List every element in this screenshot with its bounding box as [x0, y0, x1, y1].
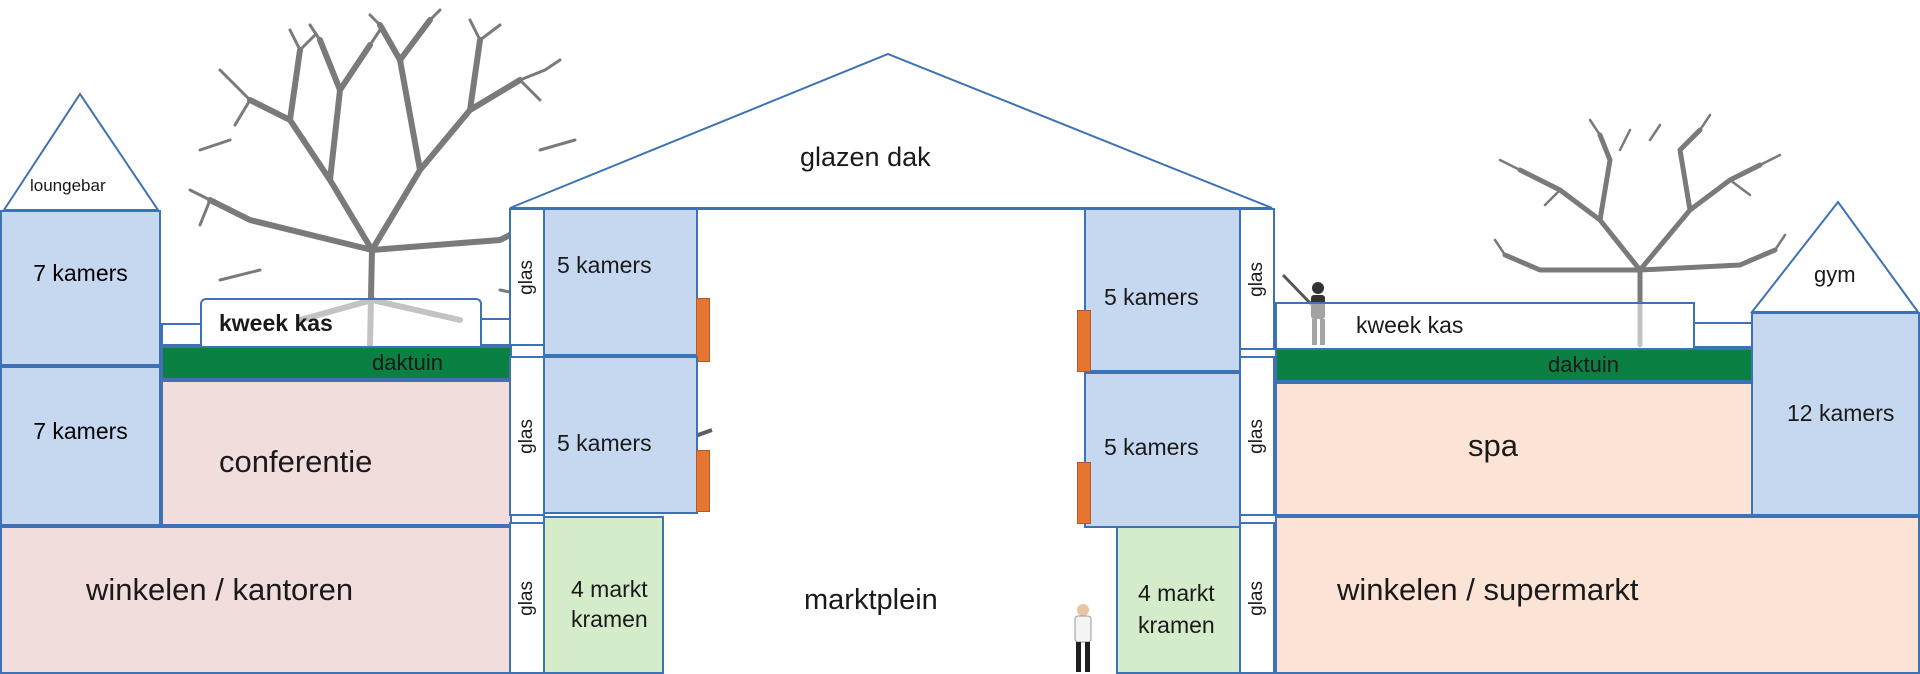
gym-label: gym [1814, 262, 1856, 287]
glass-left-mid: glas [509, 356, 545, 516]
glass-right-bottom-label: glas [1246, 580, 1267, 616]
left-greenhouse-label: kweek kas [219, 310, 333, 336]
conference-label: conferentie [219, 444, 373, 479]
center-left-rooms-top: 5 kamers [543, 208, 698, 356]
center-left-rooms-top-label: 5 kamers [557, 252, 652, 278]
balcony [696, 298, 710, 362]
market-square [698, 208, 1084, 674]
market-square-label: marktplein [804, 584, 938, 616]
right-greenhouse-connector [1695, 322, 1753, 348]
left-rooms-top: 7 kamers [0, 210, 161, 366]
left-greenhouse-connector-2 [482, 318, 512, 346]
right-roof-garden-label: daktuin [1548, 352, 1619, 377]
shops-supermarket-area [1275, 516, 1920, 674]
left-roof-garden [161, 346, 512, 380]
right-roof-garden [1275, 348, 1753, 382]
spa-label: spa [1468, 428, 1518, 463]
center-left-stalls-line2: kramen [571, 606, 648, 632]
shops-supermarket-label: winkelen / supermarkt [1337, 572, 1639, 607]
center-right-rooms-mid: 5 kamers [1084, 372, 1241, 528]
center-left-rooms-mid-label: 5 kamers [557, 430, 652, 456]
balcony [696, 450, 710, 512]
right-rooms-label: 12 kamers [1787, 400, 1895, 426]
spa-area [1275, 382, 1753, 516]
glass-right-mid-label: glas [1246, 418, 1267, 454]
left-greenhouse-connector [161, 323, 201, 346]
loungebar-label: loungebar [30, 176, 106, 195]
center-right-rooms-top: 5 kamers [1084, 208, 1241, 372]
left-rooms-top-label: 7 kamers [33, 259, 128, 286]
balcony [1077, 462, 1091, 524]
glass-left-top-label: glas [516, 259, 537, 295]
glass-right-top-label: glas [1246, 261, 1267, 297]
glass-right-mid: glas [1239, 356, 1275, 516]
glass-right-top: glas [1239, 208, 1275, 350]
left-rooms-mid-label: 7 kamers [33, 417, 128, 444]
center-right-stalls-line1: 4 markt [1138, 580, 1215, 606]
center-left-stalls-line1: 4 markt [571, 576, 648, 602]
center-right-stalls-line2: kramen [1138, 612, 1215, 638]
center-left-rooms-mid: 5 kamers [543, 356, 698, 514]
right-greenhouse [1275, 302, 1695, 348]
glass-left-bottom-label: glas [516, 580, 537, 616]
center-right-market-stalls: 4 markt kramen [1116, 526, 1241, 674]
left-rooms-mid: 7 kamers [0, 366, 161, 526]
center-left-market-stalls: 4 markt kramen [543, 516, 664, 674]
glass-roof-label: glazen dak [800, 142, 931, 172]
center-right-rooms-top-label: 5 kamers [1104, 284, 1199, 310]
shops-offices-label: winkelen / kantoren [86, 572, 354, 607]
glass-right-bottom: glas [1239, 522, 1275, 674]
glass-left-top: glas [509, 208, 545, 346]
balcony [1077, 310, 1091, 372]
conference-area [161, 380, 512, 526]
left-roof-garden-label: daktuin [372, 350, 443, 375]
right-greenhouse-label: kweek kas [1356, 312, 1464, 338]
glass-left-mid-label: glas [516, 418, 537, 454]
left-greenhouse [200, 298, 482, 346]
glass-left-bottom: glas [509, 522, 545, 674]
right-rooms: 12 kamers [1751, 312, 1920, 516]
person-figure [1074, 604, 1092, 672]
center-right-rooms-mid-label: 5 kamers [1104, 434, 1199, 460]
